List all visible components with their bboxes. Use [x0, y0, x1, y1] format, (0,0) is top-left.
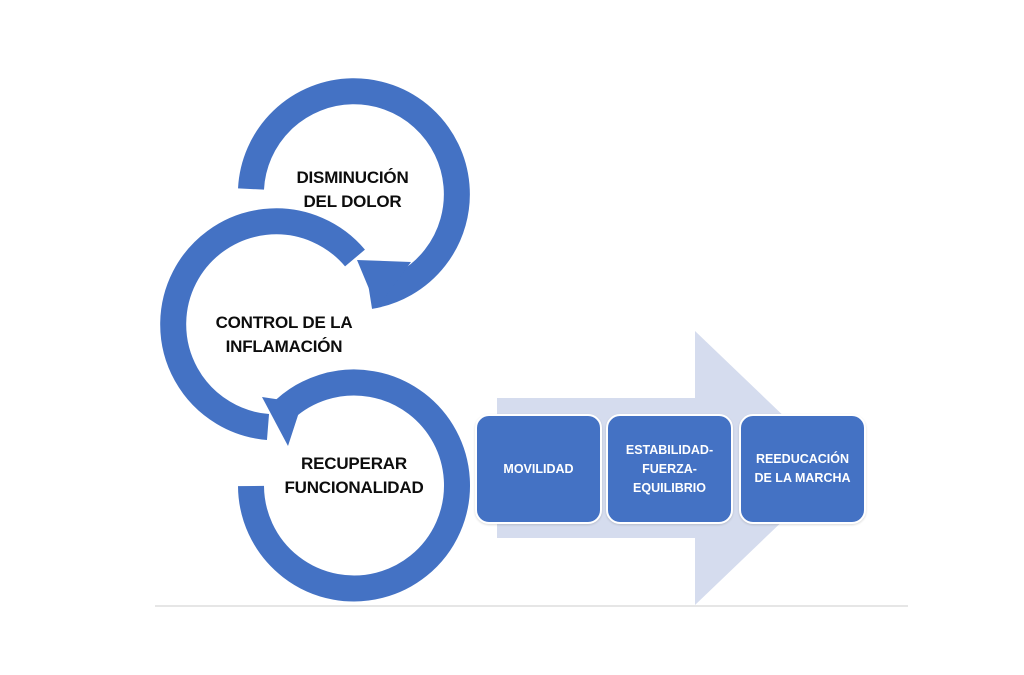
step-box-movilidad: MOVILIDAD [475, 414, 602, 524]
cycle-arrow-1 [238, 78, 470, 309]
cycle-label-control-inflamacion: CONTROL DE LA INFLAMACIÓN [215, 313, 353, 356]
cycle-label-recuperar-funcionalidad: RECUPERAR FUNCIONALIDAD [284, 454, 424, 497]
cycle-arrow-3 [238, 369, 470, 602]
cycle-label-disminucion-dolor: DISMINUCIÓN DEL DOLOR [296, 168, 409, 211]
step-box-reeducacion-marcha: REEDUCACIÓN DE LA MARCHA [739, 414, 866, 524]
step-box-estabilidad: ESTABILIDAD- FUERZA- EQUILIBRIO [606, 414, 733, 524]
